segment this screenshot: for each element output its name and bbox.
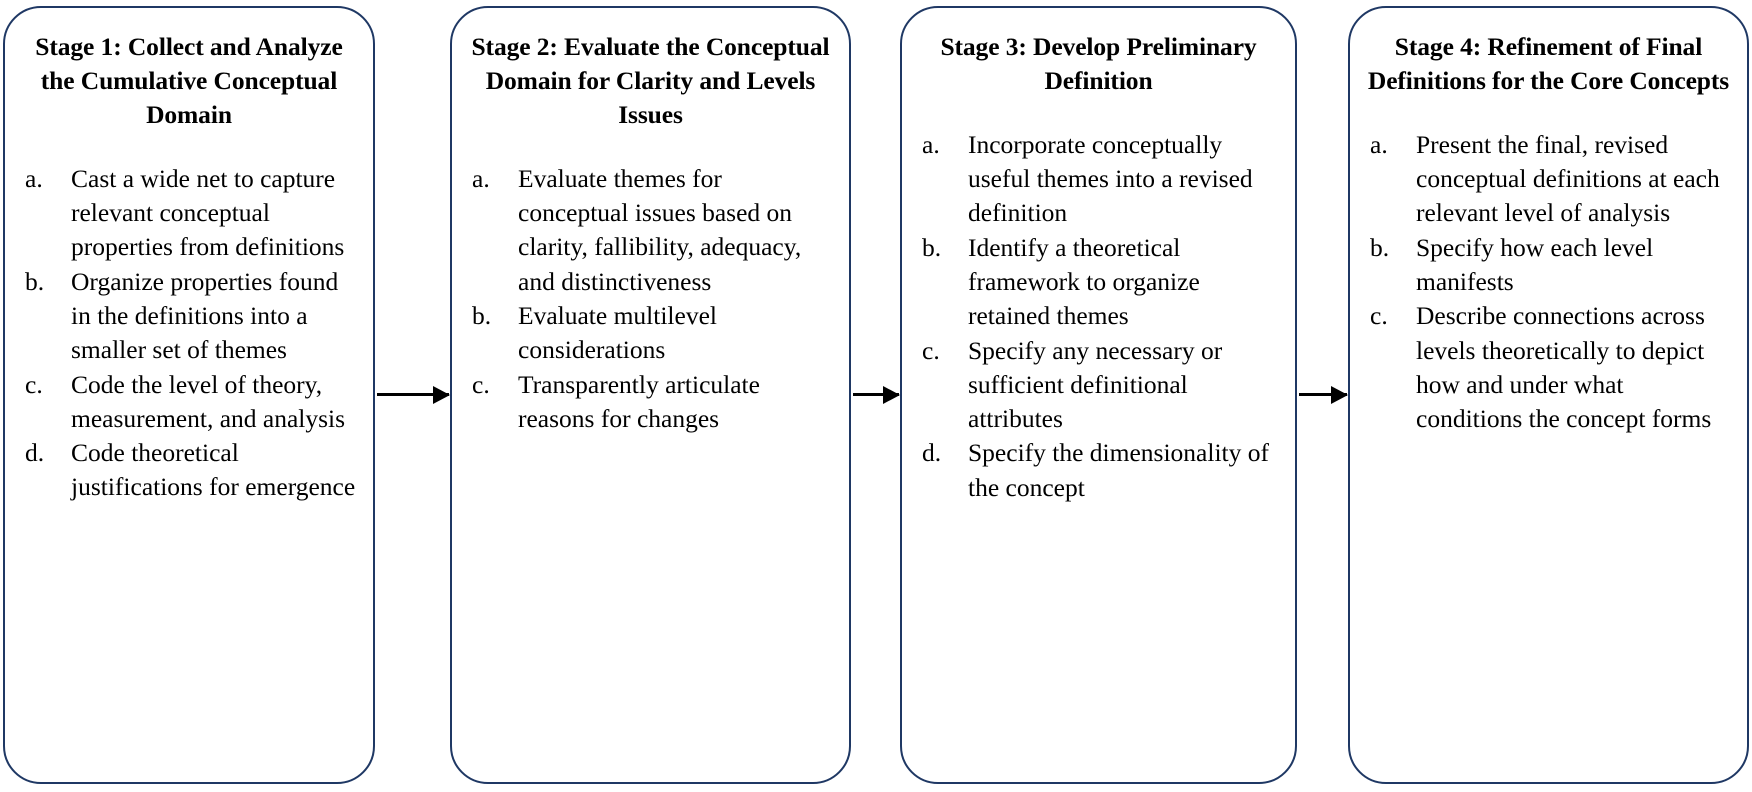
stage-4-list: a. Present the final, revised conceptual… xyxy=(1360,128,1737,437)
list-item: a. Evaluate themes for conceptual issues… xyxy=(472,162,835,299)
list-item: b. Evaluate multilevel considerations xyxy=(472,299,835,368)
list-item-text: Code theoretical justifications for emer… xyxy=(71,438,356,502)
list-item-text: Specify how each level manifests xyxy=(1416,232,1654,296)
list-item: b. Specify how each level manifests xyxy=(1370,231,1733,300)
list-item-marker: b. xyxy=(1370,232,1390,262)
list-item: c. Describe connections across levels th… xyxy=(1370,299,1733,436)
list-item-text: Identify a theoretical framework to orga… xyxy=(968,232,1200,331)
stage-box-1: Stage 1: Collect and Analyze the Cumulat… xyxy=(3,6,375,784)
list-item-text: Organize properties found in the definit… xyxy=(71,266,339,365)
list-item-marker: a. xyxy=(25,163,43,193)
stage-3-list: a. Incorporate conceptually useful theme… xyxy=(912,128,1285,505)
list-item-marker: d. xyxy=(922,438,942,468)
stage-1-list: a. Cast a wide net to capture relevant c… xyxy=(15,162,363,505)
stage-box-2: Stage 2: Evaluate the Conceptual Domain … xyxy=(450,6,851,784)
right-arrow-icon xyxy=(853,385,900,404)
list-item-marker: c. xyxy=(1370,301,1388,331)
stage-2-title: Stage 2: Evaluate the Conceptual Domain … xyxy=(471,32,830,129)
list-item-marker: a. xyxy=(472,163,490,193)
list-item: c. Code the level of theory, measurement… xyxy=(25,368,359,437)
right-arrow-icon xyxy=(1299,385,1348,404)
list-item: a. Present the final, revised conceptual… xyxy=(1370,128,1733,231)
list-item-text: Present the final, revised conceptual de… xyxy=(1416,129,1720,228)
stage-1-title: Stage 1: Collect and Analyze the Cumulat… xyxy=(35,32,343,129)
stage-2-list: a. Evaluate themes for conceptual issues… xyxy=(462,162,839,436)
list-item-marker: b. xyxy=(25,266,45,296)
list-item-text: Incorporate conceptually useful themes i… xyxy=(968,129,1253,228)
stage-box-3: Stage 3: Develop Preliminary Definition … xyxy=(900,6,1297,784)
list-item: d. Specify the dimensionality of the con… xyxy=(922,436,1281,505)
stage-3-title: Stage 3: Develop Preliminary Definition xyxy=(940,32,1257,95)
list-item-marker: c. xyxy=(25,369,43,399)
list-item-text: Evaluate multilevel considerations xyxy=(518,300,717,365)
list-item-marker: b. xyxy=(472,300,492,330)
list-item-marker: a. xyxy=(1370,129,1388,159)
list-item-text: Describe connections across levels theor… xyxy=(1416,301,1712,434)
list-item: a. Incorporate conceptually useful theme… xyxy=(922,128,1281,231)
list-item-text: Code the level of theory, measurement, a… xyxy=(71,369,346,433)
list-item: a. Cast a wide net to capture relevant c… xyxy=(25,162,359,265)
list-item: d. Code theoretical justifications for e… xyxy=(25,436,359,505)
list-item-text: Specify any necessary or sufficient defi… xyxy=(968,335,1223,434)
stage-box-4: Stage 4: Refinement of Final Definitions… xyxy=(1348,6,1749,784)
list-item: b. Identify a theoretical framework to o… xyxy=(922,231,1281,334)
list-item-text: Transparently articulate reasons for cha… xyxy=(518,369,760,433)
list-item-text: Cast a wide net to capture relevant conc… xyxy=(71,163,345,262)
list-item: b. Organize properties found in the defi… xyxy=(25,265,359,368)
list-item-marker: c. xyxy=(472,369,490,399)
list-item-text: Specify the dimensionality of the concep… xyxy=(968,438,1269,502)
list-item: c. Specify any necessary or sufficient d… xyxy=(922,334,1281,437)
right-arrow-icon xyxy=(377,385,450,404)
list-item-marker: b. xyxy=(922,232,942,262)
list-item-marker: a. xyxy=(922,129,940,159)
list-item: c. Transparently articulate reasons for … xyxy=(472,368,835,437)
list-item-marker: d. xyxy=(25,438,45,468)
list-item-marker: c. xyxy=(922,335,940,365)
list-item-text: Evaluate themes for conceptual issues ba… xyxy=(518,163,802,296)
stage-4-title: Stage 4: Refinement of Final Definitions… xyxy=(1367,32,1730,95)
